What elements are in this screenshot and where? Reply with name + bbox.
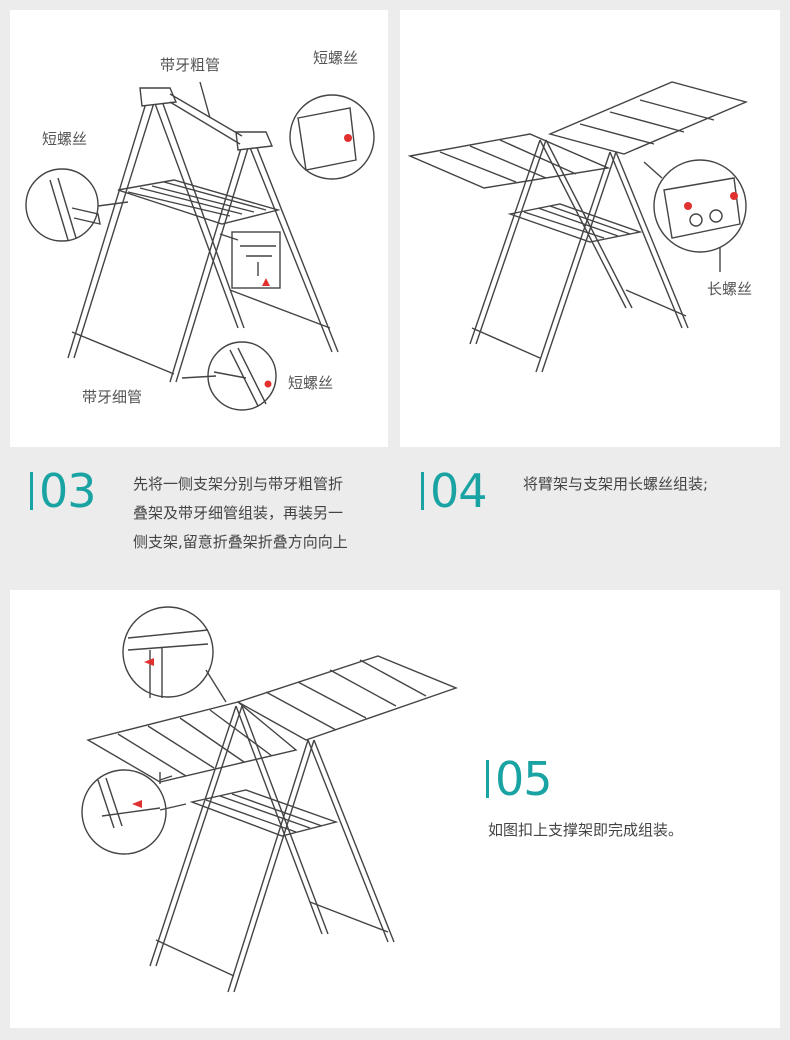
step3-line: 侧支架,留意折叠架折叠方向向上 xyxy=(133,533,348,551)
rack-complete-drawing xyxy=(81,606,458,993)
step3-line: 叠架及带牙细管组装，再装另一 xyxy=(133,504,344,522)
step3-number: 03 xyxy=(39,464,97,518)
step4-illustration-panel: 长螺丝 xyxy=(400,10,780,447)
step5-heading: 05 xyxy=(486,752,553,806)
step5-description: 如图扣上支撑架即完成组装。 xyxy=(488,816,683,845)
label-short-screw-left: 短螺丝 xyxy=(42,130,88,148)
step3-description: 先将一侧支架分别与带牙粗管折 叠架及带牙细管组装，再装另一 侧支架,留意折叠架折… xyxy=(133,470,348,557)
label-thick-threaded-tube: 带牙粗管 xyxy=(160,56,221,74)
step4-heading: 04 xyxy=(421,464,488,518)
step3-heading: 03 xyxy=(30,464,97,518)
rack-side-assembly-drawing xyxy=(25,81,375,411)
label-thin-threaded-tube: 带牙细管 xyxy=(82,388,143,406)
label-long-screw: 长螺丝 xyxy=(707,280,753,298)
step5-number: 05 xyxy=(495,752,553,806)
step4-line: 将臂架与支架用长螺丝组装; xyxy=(523,475,709,493)
label-short-screw-top: 短螺丝 xyxy=(313,49,359,67)
rack-arms-assembly-drawing xyxy=(407,81,749,373)
step5-panel: 05 如图扣上支撑架即完成组装。 xyxy=(10,590,780,1028)
step-marker-bar xyxy=(30,472,33,510)
label-short-screw-bottom: 短螺丝 xyxy=(288,374,334,392)
step-marker-bar xyxy=(421,472,424,510)
step4-description: 将臂架与支架用长螺丝组装; xyxy=(523,470,708,499)
step4-number: 04 xyxy=(430,464,488,518)
step5-line: 如图扣上支撑架即完成组装。 xyxy=(488,821,684,839)
step3-illustration-panel: 带牙粗管 短螺丝 短螺丝 带牙细管 短螺丝 xyxy=(10,10,388,447)
step3-line: 先将一侧支架分别与带牙粗管折 xyxy=(133,475,344,493)
step-marker-bar xyxy=(486,760,489,798)
